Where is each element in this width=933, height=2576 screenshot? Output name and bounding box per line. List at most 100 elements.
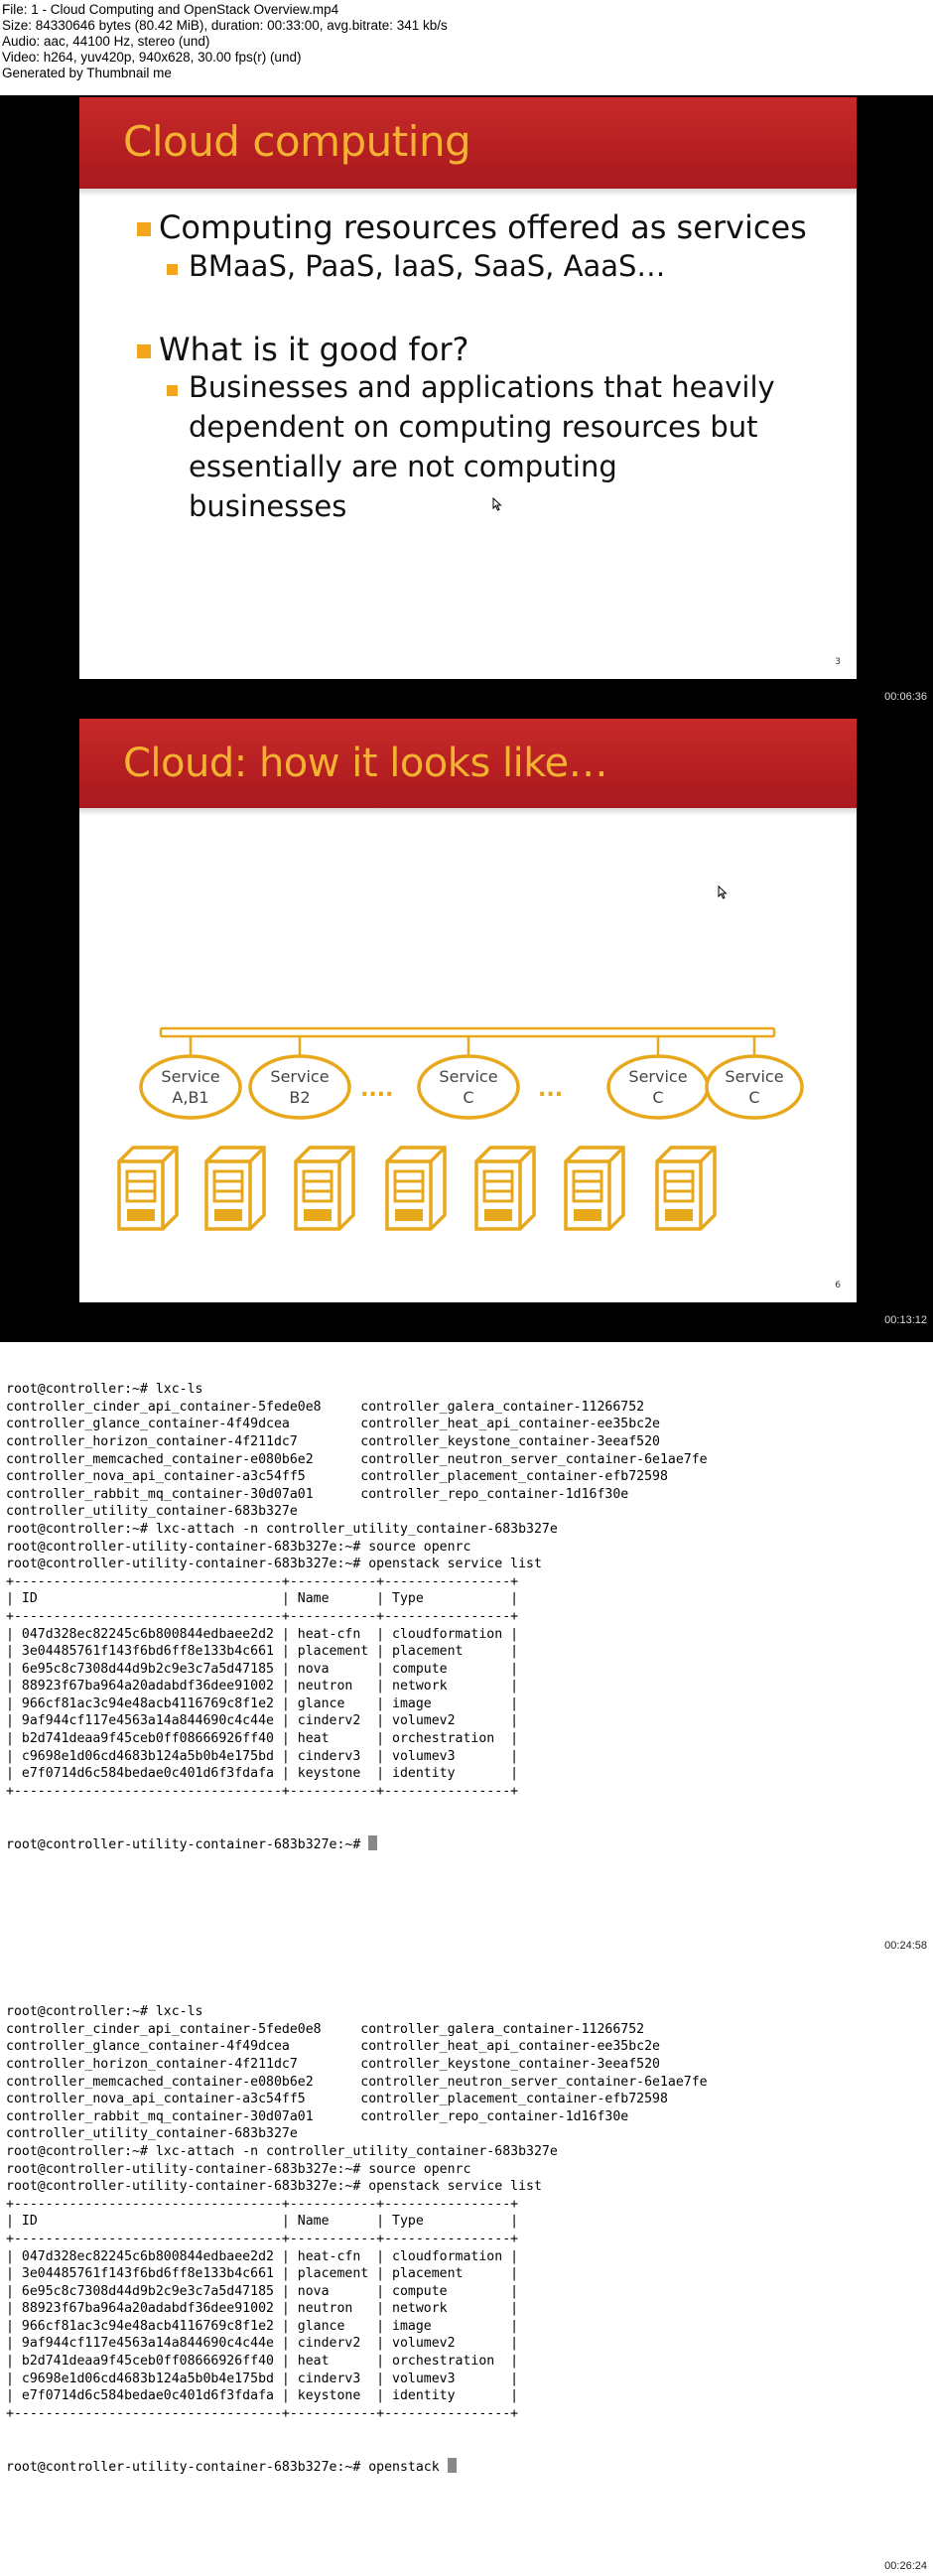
service-node [248,1054,351,1120]
terminal-line: controller_rabbit_mq_container-30d07a01 … [6,1486,629,1502]
terminal-line: | c9698e1d06cd4683b124a5b0b4e175bd | cin… [6,2371,519,2386]
terminal-line: | 3e04485761f143f6bd6ff8e133b4c661 | pla… [6,1644,519,1660]
service-label: B2 [289,1088,310,1107]
server-icon [294,1146,355,1231]
ellipsis-dots: .... [360,1077,393,1102]
service-label: Service [270,1067,329,1086]
service-label: C [748,1088,759,1107]
terminal-line: root@controller:~# lxc-ls [6,2004,203,2020]
mouse-cursor-icon [492,497,502,511]
frame-timestamp: 00:26:24 [884,2560,927,2572]
terminal-line: root@controller-utility-container-683b32… [6,1557,542,1572]
terminal-line: controller_memcached_container-e080b6e2 … [6,1451,708,1467]
terminal-line: root@controller-utility-container-683b32… [6,1539,471,1555]
terminal-line: | b2d741deaa9f45ceb0ff08666926ff40 | hea… [6,1731,519,1747]
slide-title: Cloud computing [123,117,471,166]
service-label: Service [439,1067,497,1086]
terminal-line: | 6e95c8c7308d44d9b2c9e3c7a5d47185 | nov… [6,2283,519,2299]
service-node [705,1054,804,1120]
frame-timestamp: 00:24:58 [884,1940,927,1952]
file-info-line: Video: h264, yuv420p, 940x628, 30.00 fps… [2,50,302,65]
service-label: Service [725,1067,783,1086]
slide-title: Cloud: how it looks like… [123,741,608,786]
service-label: Service [161,1067,219,1086]
terminal-line: | 6e95c8c7308d44d9b2c9e3c7a5d47185 | nov… [6,1661,519,1677]
frame-timestamp: 00:06:36 [884,691,927,703]
slide-title-band [79,719,857,816]
terminal-line: controller_cinder_api_container-5fede0e8… [6,2021,645,2037]
terminal-line: +----------------------------------+----… [6,1608,519,1624]
terminal-prompt: root@controller-utility-container-683b32… [6,2459,448,2475]
file-info-line: Size: 84330646 bytes (80.42 MiB), durati… [2,18,448,33]
server-icon [474,1146,536,1231]
terminal-line: | b2d741deaa9f45ceb0ff08666926ff40 | hea… [6,2354,519,2370]
terminal-line: controller_nova_api_container-a3c54ff5 c… [6,2092,668,2107]
bullet-text: Computing resources offered as services [159,208,807,246]
terminal-line: | e7f0714d6c584bedae0c401d6f3fdafa | key… [6,2388,519,2404]
terminal-prompt-line: root@controller-utility-container-683b32… [6,2457,933,2477]
terminal-line: | 88923f67ba964a20adabdf36dee91002 | neu… [6,2301,519,2317]
terminal-line: | 047d328ec82245c6b800844edbaee2d2 | hea… [6,1626,519,1642]
terminal-line: | 3e04485761f143f6bd6ff8e133b4c661 | pla… [6,2266,519,2282]
terminal-line: +----------------------------------+----… [6,2196,519,2212]
terminal-line: root@controller:~# lxc-attach -n control… [6,2143,558,2159]
terminal-line: controller_horizon_container-4f211dc7 co… [6,2056,660,2072]
bullet-square-icon [137,344,151,358]
bullet-text: What is it good for? [159,331,469,368]
terminal-line: +----------------------------------+----… [6,2231,519,2246]
bullet-square-icon [167,385,178,396]
server-icon [385,1146,447,1231]
terminal-line: | e7f0714d6c584bedae0c401d6f3fdafa | key… [6,1766,519,1782]
bullet-text: Businesses and applications that heavily [189,370,775,404]
file-info-header: File: 1 - Cloud Computing and OpenStack … [0,0,933,97]
bullet-text: BMaaS, PaaS, IaaS, SaaS, AaaS… [189,249,666,283]
service-node [139,1054,242,1120]
server-icon [564,1146,625,1231]
mouse-cursor-icon [718,885,728,899]
terminal-line: controller_rabbit_mq_container-30d07a01 … [6,2108,629,2124]
file-info-line: File: 1 - Cloud Computing and OpenStack … [2,2,339,17]
terminal-line: root@controller-utility-container-683b32… [6,2161,471,2177]
cloud-diagram: Service A,B1 Service B2 Service C Servic… [117,1026,804,1231]
terminal-line: controller_nova_api_container-a3c54ff5 c… [6,1469,668,1485]
service-label: A,B1 [172,1088,208,1107]
service-label: C [652,1088,663,1107]
slide-title-band [79,97,857,197]
service-node [417,1054,520,1120]
file-info-line: Generated by Thumbnail me [2,66,172,80]
server-icon [204,1146,266,1231]
terminal-prompt: root@controller-utility-container-683b32… [6,1836,369,1852]
server-icon [117,1146,179,1231]
terminal-line: | 9af944cf117e4563a14a844690c4c44e | cin… [6,1713,519,1729]
terminal-line: | ID | Name | Type | [6,1591,519,1607]
slide-cloud-looks: Cloud: how it looks like… [79,719,857,1302]
slide-page-number: 6 [835,1281,841,1290]
terminal-line: | ID | Name | Type | [6,2214,519,2230]
slide-cloud-computing: Cloud computing Computing resources offe… [79,97,857,679]
terminal-line: controller_horizon_container-4f211dc7 co… [6,1433,660,1449]
video-frame-1: Cloud computing Computing resources offe… [0,95,933,719]
service-label: C [463,1088,473,1107]
terminal-line: controller_cinder_api_container-5fede0e8… [6,1399,645,1415]
server-row [117,1146,717,1231]
slide-page-number: 3 [835,657,841,667]
frame-timestamp: 00:13:12 [884,1314,927,1326]
terminal-line: +----------------------------------+----… [6,1783,519,1799]
terminal-line: controller_utility_container-683b327e [6,1504,298,1520]
terminal-line: | 966cf81ac3c94e48acb4116769c8f1e2 | gla… [6,2318,519,2334]
bullet-text: dependent on computing resources but [189,410,758,444]
cursor-caret [447,2457,457,2473]
server-icon [655,1146,717,1231]
terminal-line: root@controller:~# lxc-attach -n control… [6,1521,558,1537]
network-bus [159,1026,776,1056]
service-label: Service [628,1067,687,1086]
terminal-line: | 9af944cf117e4563a14a844690c4c44e | cin… [6,2336,519,2352]
terminal-line: | 966cf81ac3c94e48acb4116769c8f1e2 | gla… [6,1695,519,1711]
service-node [606,1054,710,1120]
terminal-line: controller_utility_container-683b327e [6,2126,298,2142]
terminal-prompt-line: root@controller-utility-container-683b32… [6,1834,933,1854]
terminal-line: +----------------------------------+----… [6,1573,519,1589]
